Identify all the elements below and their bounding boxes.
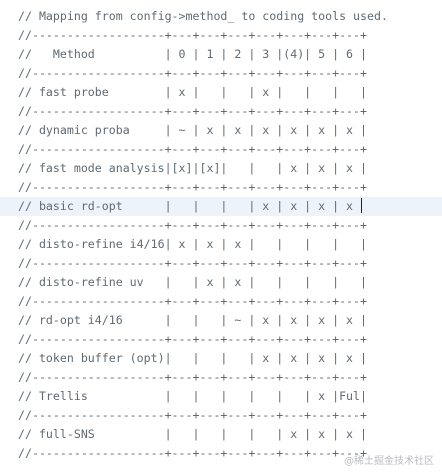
code-line[interactable]: // fast probe | x | | | x | | | | [0, 83, 442, 102]
code-line-text: //-------------------+---+---+---+---+--… [18, 294, 368, 308]
code-line-text: //-------------------+---+---+---+---+--… [18, 28, 368, 42]
code-line-text: // disto-refine uv | | x | x | | | | | [18, 275, 368, 289]
code-line-text: // fast probe | x | | | x | | | | [18, 85, 368, 99]
code-line-text: //-------------------+---+---+---+---+--… [18, 104, 368, 118]
code-line-text: // token buffer (opt)| | | | x | x | x |… [18, 351, 368, 365]
code-line[interactable]: //-------------------+---+---+---+---+--… [0, 368, 442, 387]
code-line-text: // Method | 0 | 1 | 2 | 3 |(4)| 5 | 6 | [18, 47, 368, 61]
code-line[interactable]: //-------------------+---+---+---+---+--… [0, 444, 442, 463]
code-line[interactable]: //-------------------+---+---+---+---+--… [0, 64, 442, 83]
code-line[interactable]: // basic rd-opt | | | | x | x | x | x [0, 197, 442, 216]
code-line[interactable]: //-------------------+---+---+---+---+--… [0, 178, 442, 197]
code-line[interactable]: // Mapping from config->method_ to codin… [0, 7, 442, 26]
code-line[interactable]: //-------------------+---+---+---+---+--… [0, 406, 442, 425]
code-line-text: //-------------------+---+---+---+---+--… [18, 218, 368, 232]
code-line-text: // basic rd-opt | | | | x | x | x | x [18, 199, 361, 213]
code-line-text: //-------------------+---+---+---+---+--… [18, 408, 368, 422]
code-line-text: // full-SNS | | | | | x | x | x | [18, 427, 368, 441]
code-line[interactable]: //-------------------+---+---+---+---+--… [0, 330, 442, 349]
code-line[interactable]: //-------------------+---+---+---+---+--… [0, 254, 442, 273]
code-line-text: //-------------------+---+---+---+---+--… [18, 180, 368, 194]
code-line-text: //-------------------+---+---+---+---+--… [18, 142, 368, 156]
code-line[interactable]: // Method | 0 | 1 | 2 | 3 |(4)| 5 | 6 | [0, 45, 442, 64]
code-line-text: // Mapping from config->method_ to codin… [18, 9, 388, 23]
code-line[interactable]: //-------------------+---+---+---+---+--… [0, 26, 442, 45]
code-line[interactable]: // disto-refine uv | | x | x | | | | | [0, 273, 442, 292]
code-line[interactable]: // dynamic proba | ~ | x | x | x | x | x… [0, 121, 442, 140]
watermark: @稀土掘金技术社区 [344, 456, 434, 467]
code-line[interactable]: // token buffer (opt)| | | | x | x | x |… [0, 349, 442, 368]
code-line[interactable]: //-------------------+---+---+---+---+--… [0, 216, 442, 235]
text-cursor [361, 198, 363, 213]
code-line[interactable]: // full-SNS | | | | | x | x | x | [0, 425, 442, 444]
code-line-text: // disto-refine i4/16| x | x | x | | | |… [18, 237, 368, 251]
code-line[interactable]: //-------------------+---+---+---+---+--… [0, 292, 442, 311]
code-line[interactable]: // fast mode analysis|[x]|[x]| | | x | x… [0, 159, 442, 178]
code-line-text: // fast mode analysis|[x]|[x]| | | x | x… [18, 161, 368, 175]
code-line-text: //-------------------+---+---+---+---+--… [18, 370, 368, 384]
code-line[interactable]: //-------------------+---+---+---+---+--… [0, 102, 442, 121]
code-line[interactable]: // rd-opt i4/16 | | | ~ | x | x | x | x … [0, 311, 442, 330]
code-line-text: //-------------------+---+---+---+---+--… [18, 332, 368, 346]
code-line-text: // Trellis | | | | | | x |Ful| [18, 389, 368, 403]
code-line-text: //-------------------+---+---+---+---+--… [18, 446, 368, 460]
code-line-text: //-------------------+---+---+---+---+--… [18, 66, 368, 80]
code-line-text: // dynamic proba | ~ | x | x | x | x | x… [18, 123, 368, 137]
code-line[interactable]: // disto-refine i4/16| x | x | x | | | |… [0, 235, 442, 254]
code-line[interactable]: // Trellis | | | | | | x |Ful| [0, 387, 442, 406]
code-line-text: //-------------------+---+---+---+---+--… [18, 256, 368, 270]
code-line[interactable]: //-------------------+---+---+---+---+--… [0, 140, 442, 159]
code-line-text: // rd-opt i4/16 | | | ~ | x | x | x | x … [18, 313, 368, 327]
